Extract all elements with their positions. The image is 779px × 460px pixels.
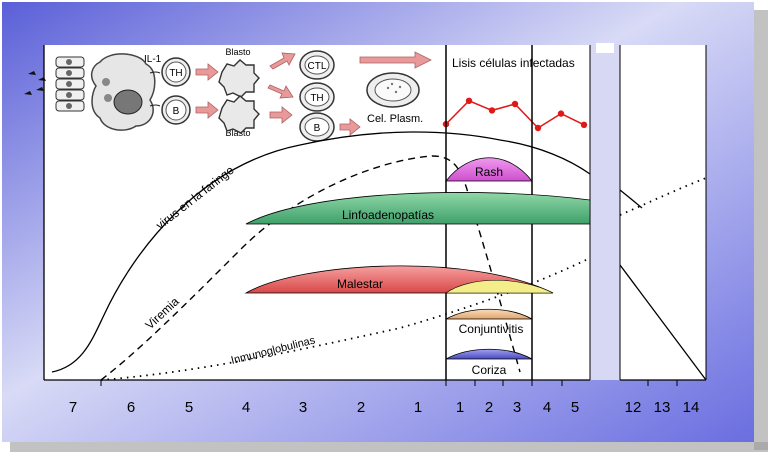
axis-break-gap — [590, 45, 620, 380]
th2-cell — [299, 82, 335, 112]
b-label: B — [173, 106, 180, 117]
axis-after-2: 2 — [485, 399, 493, 416]
lysis-series-points — [442, 97, 588, 132]
axis-before-7: 7 — [69, 399, 77, 416]
frame-shadow-bottom — [10, 442, 768, 452]
axis-after-5: 5 — [571, 399, 579, 416]
axis-after-1: 1 — [456, 399, 464, 416]
rash-label: Rash — [475, 165, 503, 179]
coriza-label: Coriza — [472, 363, 507, 377]
virus-faringe-curve — [51, 131, 591, 373]
b2-label: B — [314, 123, 321, 134]
frame-shadow-right — [754, 10, 768, 450]
axis-before-3: 3 — [299, 399, 307, 416]
lysis-point-3 — [488, 107, 496, 114]
axis-late-13: 13 — [654, 399, 671, 416]
coriza-band — [445, 348, 533, 360]
lysis-point-5 — [534, 124, 542, 132]
il1-receptor-bottom — [149, 104, 161, 107]
x-ticks — [100, 380, 678, 386]
blast-cell-bottom — [218, 95, 260, 134]
malestar-label: Malestar — [337, 277, 383, 291]
th-cell — [161, 57, 191, 87]
axis-before-1: 1 — [414, 399, 422, 416]
axis-before-5: 5 — [185, 399, 193, 416]
lysis-label: Lisis células infectadas — [452, 56, 575, 70]
lysis-point-4 — [511, 100, 519, 108]
infected-epithelial-cells — [55, 56, 85, 112]
axis-break-notch — [596, 43, 614, 53]
viremia-curve — [100, 155, 521, 381]
rash-band — [445, 157, 533, 182]
conjuntivitis-label: Conjuntivitis — [459, 322, 524, 336]
macrophage-cell — [90, 53, 156, 131]
axis-late-12: 12 — [625, 399, 642, 416]
conjuntivitis-band — [445, 308, 533, 320]
blasto-top-label: Blasto — [225, 47, 250, 57]
lysis-point-2 — [465, 97, 473, 105]
malestar-overlap — [445, 280, 554, 294]
axis-before-2: 2 — [357, 399, 365, 416]
activation-arrows — [195, 51, 432, 136]
plasma-cell-label: Cel. Plasm. — [367, 113, 423, 125]
axis-late-14: 14 — [683, 399, 700, 416]
th2-label: TH — [310, 93, 323, 104]
axis-before-6: 6 — [127, 399, 135, 416]
lysis-point-7 — [580, 121, 588, 128]
il1-label: IL-1 — [144, 54, 162, 65]
virus-particles — [24, 71, 46, 95]
ctl-cell — [299, 50, 335, 80]
b2-cell — [299, 112, 335, 142]
th-label: TH — [169, 68, 182, 79]
linfoadenopatias-band — [245, 192, 591, 225]
plasma-cell — [366, 72, 420, 108]
lysis-point-6 — [557, 110, 565, 117]
x-axis-labels: 7 6 5 4 3 2 1 1 2 3 4 5 12 13 14 — [69, 399, 700, 416]
il1-receptor-top — [149, 71, 161, 74]
blast-cell-top — [218, 59, 260, 98]
linfoadenopatias-label: Linfoadenopatías — [342, 208, 434, 222]
b-cell — [161, 95, 191, 125]
axis-after-3: 3 — [513, 399, 521, 416]
axis-after-4: 4 — [543, 399, 551, 416]
ctl-label: CTL — [308, 61, 327, 72]
inmunoglobulinas-curve-late — [619, 177, 707, 216]
decline-line-late — [619, 264, 707, 381]
blasto-bottom-label: Blasto — [225, 128, 250, 138]
axis-before-4: 4 — [242, 399, 250, 416]
virus-faringe-curve-late — [619, 189, 643, 209]
